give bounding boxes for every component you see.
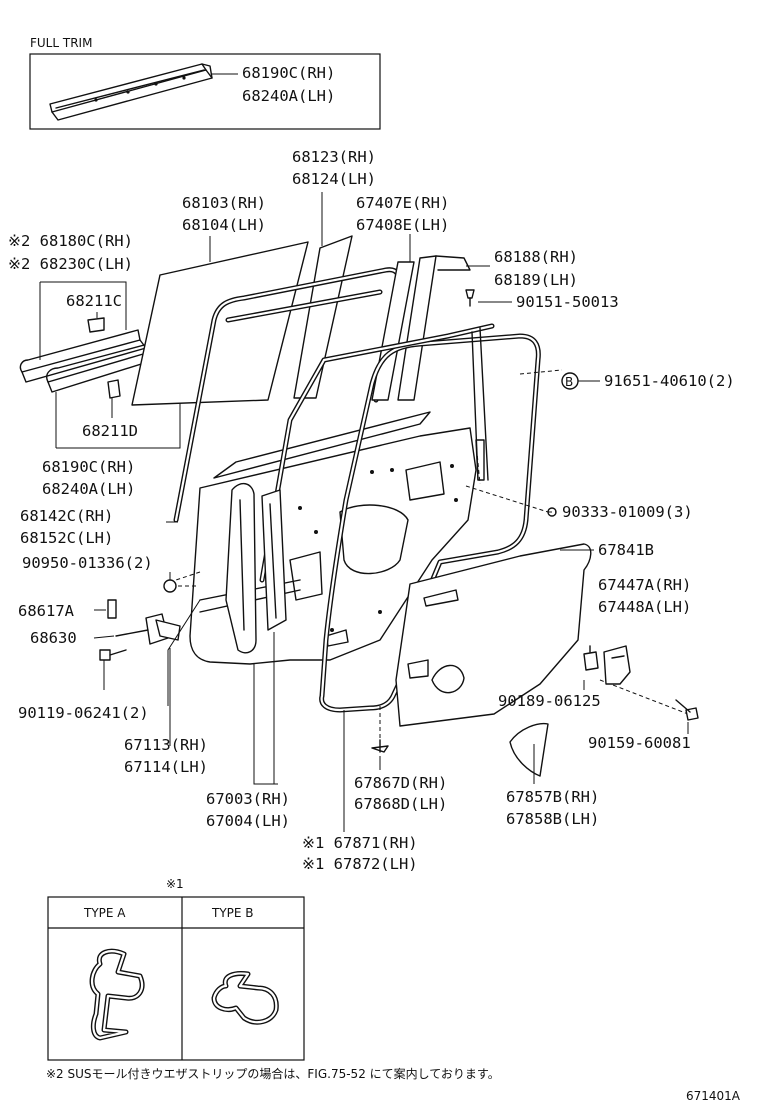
label-leaders <box>169 632 689 832</box>
label-90119-06241: 90119-06241(2) <box>18 704 149 722</box>
inner-run-strip <box>259 323 495 583</box>
label-68103-rh: 68103(RH) <box>182 194 266 212</box>
label-68104-lh: 68104(LH) <box>182 216 266 234</box>
label-67407E-rh: 67407E(RH) <box>356 194 449 212</box>
footnote: ※2 SUSモール付きウエザストリップの場合は、FIG.75-52 にて案内して… <box>46 1066 500 1081</box>
label-91651-40610: 91651-40610(2) <box>604 372 735 390</box>
label-67872-lh: ※1 67872(LH) <box>302 855 418 873</box>
outer-belt-molding <box>19 281 155 393</box>
label-68211D: 68211D <box>82 422 138 440</box>
label-67113-rh: 67113(RH) <box>124 736 208 754</box>
label-68190C-rh: 68190C(RH) <box>42 458 135 476</box>
label-68189-lh: 68189(LH) <box>494 271 578 289</box>
clip-68211C <box>87 312 105 333</box>
type-table: ※1 TYPE A TYPE B <box>47 877 305 1061</box>
full-trim-section: FULL TRIM 68190C(RH) 68240A(LH) <box>29 36 381 130</box>
label-90159-60081: 90159-60081 <box>588 734 691 752</box>
label-67857B-rh: 67857B(RH) <box>506 788 599 806</box>
marker-b-letter: B <box>565 375 573 389</box>
label-68617A: 68617A <box>18 602 75 620</box>
label-68123-rh: 68123(RH) <box>292 148 376 166</box>
label-68230C-lh: ※2 68230C(LH) <box>8 255 133 273</box>
door-glass <box>131 236 309 406</box>
label-90333-01009: 90333-01009(3) <box>562 503 693 521</box>
full-trim-molding <box>49 63 238 121</box>
type-table-frame <box>47 896 305 1061</box>
label-68124-lh: 68124(LH) <box>292 170 376 188</box>
bracket-67447A <box>583 645 699 721</box>
label-67868D-lh: 67868D(LH) <box>354 795 447 813</box>
door-check-68630 <box>93 613 181 645</box>
dashed-leaders <box>175 369 689 744</box>
label-67871-rh: ※1 67871(RH) <box>302 834 418 852</box>
type-a-header: TYPE A <box>83 906 126 920</box>
division-bar-glass <box>293 192 353 399</box>
clip-67867D <box>371 739 389 753</box>
screw-90151 <box>465 289 512 307</box>
service-hole-cover <box>395 543 594 727</box>
label-67004-lh: 67004(LH) <box>206 812 290 830</box>
type-a-profile <box>89 948 145 1041</box>
part-labels: 68123(RH) 68124(LH) 68103(RH) 68104(LH) … <box>8 148 735 873</box>
full-trim-box <box>29 53 381 130</box>
type-b-header: TYPE B <box>211 906 254 920</box>
part-68617A <box>94 599 117 619</box>
label-90189-06125: 90189-06125 <box>498 692 601 710</box>
label-68211C: 68211C <box>66 292 122 310</box>
hinge-pillar <box>225 483 287 654</box>
label-90151-50013: 90151-50013 <box>516 293 619 311</box>
label-67408E-lh: 67408E(LH) <box>356 216 449 234</box>
label-68188-rh: 68188(RH) <box>494 248 578 266</box>
rear-run-channel <box>371 234 490 401</box>
label-67003-rh: 67003(RH) <box>206 790 290 808</box>
type-table-marker: ※1 <box>166 877 184 891</box>
corner-cover-67857B <box>509 722 549 784</box>
label-68240A-lh: 68240A(LH) <box>42 480 135 498</box>
label-68142C-rh: 68142C(RH) <box>20 507 113 525</box>
label-68630: 68630 <box>30 629 77 647</box>
marker-b: B <box>561 372 600 390</box>
label-67447A-rh: 67447A(RH) <box>598 576 691 594</box>
door-weatherstrip <box>319 333 541 713</box>
label-67448A-lh: 67448A(LH) <box>598 598 691 616</box>
figure-id: 671401A <box>686 1089 741 1103</box>
label-67114-lh: 67114(LH) <box>124 758 208 776</box>
label-67858B-lh: 67858B(LH) <box>506 810 599 828</box>
label-68152C-lh: 68152C(LH) <box>20 529 113 547</box>
type-b-profile <box>211 971 279 1025</box>
label-67841B: 67841B <box>598 541 654 559</box>
bolt-90119 <box>99 599 201 706</box>
label-90950-01336: 90950-01336(2) <box>22 554 153 572</box>
label-68240A-lh-top: 68240A(LH) <box>242 87 335 105</box>
label-67867D-rh: 67867D(RH) <box>354 774 447 792</box>
full-trim-label: FULL TRIM <box>30 36 92 50</box>
label-68190C-rh-top: 68190C(RH) <box>242 64 335 82</box>
clip-90950 <box>163 572 177 593</box>
exploded-door-view: B <box>19 192 699 832</box>
label-68180C-rh: ※2 68180C(RH) <box>8 232 133 250</box>
